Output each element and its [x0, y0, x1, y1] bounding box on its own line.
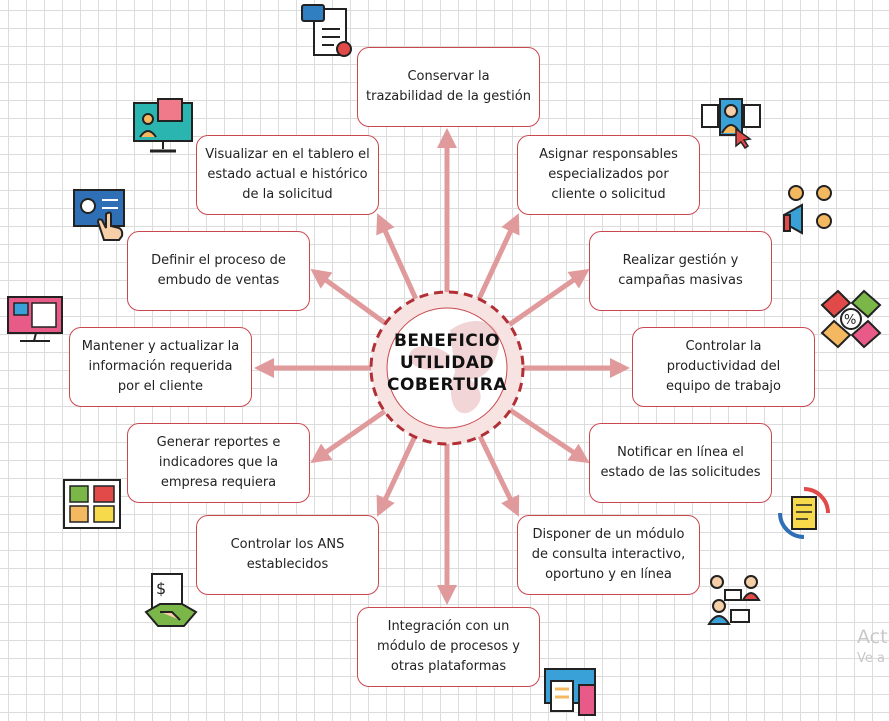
benefit-embudo-ventas: Definir el proceso de embudo de ventas: [127, 231, 310, 311]
megaphone-icon: [783, 185, 832, 235]
manual-touch-icon: [73, 189, 125, 241]
svg-text:%: %: [844, 313, 856, 328]
online-consult-icon: [707, 575, 761, 625]
percent-team-icon: %: [820, 289, 882, 349]
platforms-icon: [544, 668, 596, 716]
user-assign-icon: [701, 98, 761, 149]
center-circle: [386, 307, 508, 429]
benefit-trazabilidad: Conservar la trazabilidad de la gestión: [357, 47, 540, 127]
activation-watermark-title: Acti: [857, 626, 889, 648]
benefit-reportes: Generar reportes e indicadores que la em…: [127, 423, 310, 503]
benefit-integracion: Integración con un módulo de procesos y …: [357, 607, 540, 687]
arrow-12: [376, 213, 425, 315]
activation-watermark-subtitle: Ve a: [857, 651, 885, 666]
benefit-ans: Controlar los ANS establecidos: [196, 515, 379, 595]
presentation-screen-icon: [133, 98, 193, 153]
butterfly-watermark-icon: [409, 321, 499, 414]
monitor-form-icon: [7, 296, 63, 342]
arrow-9: [310, 400, 400, 464]
benefit-modulo-consulta: Disponer de un módulo de consulta intera…: [517, 515, 700, 595]
checklist-icon: [301, 4, 352, 57]
center-dashed-ring: [369, 290, 525, 446]
report-dashboard-icon: [63, 479, 121, 529]
handshake-icon: $: [144, 573, 198, 627]
arrow-3: [494, 268, 590, 336]
document-refresh-icon: [778, 487, 830, 539]
arrow-5: [495, 399, 590, 464]
benefit-productividad: Controlar la productividad del equipo de…: [632, 327, 815, 407]
benefit-notificar: Notificar en línea el estado de las soli…: [589, 423, 772, 503]
benefit-visualizar-tablero: Visualizar en el tablero el estado actua…: [196, 135, 379, 215]
benefit-mantener-info: Mantener y actualizar la información req…: [69, 327, 252, 407]
benefit-asignar-responsables: Asignar responsables especializados por …: [517, 135, 700, 215]
benefit-campanas-masivas: Realizar gestión y campañas masivas: [589, 231, 772, 311]
center-title: BENEFICIO UTILIDAD COBERTURA: [387, 331, 507, 395]
svg-text:$: $: [156, 579, 166, 598]
